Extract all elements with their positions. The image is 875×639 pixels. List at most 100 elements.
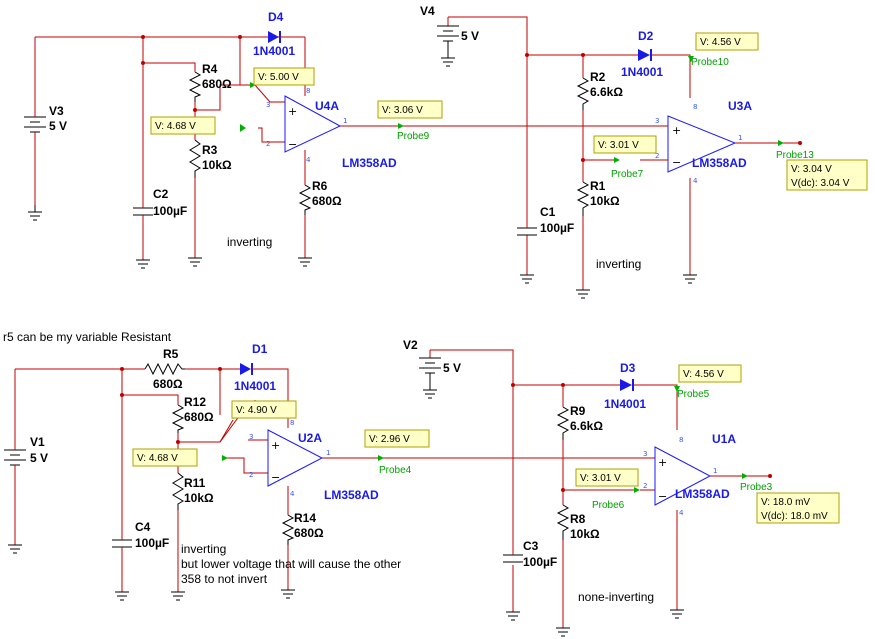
r4-value: 680Ω xyxy=(202,77,232,91)
probe6-label: Probe6 xyxy=(592,500,625,511)
reading-box: V: 4.56 V xyxy=(678,364,742,383)
svg-text:V: 3.06 V: V: 3.06 V xyxy=(382,105,423,116)
note-non-inverting: none-inverting xyxy=(578,590,654,604)
top-left-circuit: + − xyxy=(24,31,655,269)
reading-box: V: 18.0 mV V(dc): 18.0 mV xyxy=(756,492,840,524)
diode-d3 xyxy=(620,379,634,391)
reading-box: V: 4.90 V xyxy=(231,400,297,419)
d2-label: D2 xyxy=(638,29,654,43)
v4-value: 5 V xyxy=(461,29,479,43)
u3a-label: U3A xyxy=(728,99,752,113)
diode-d4 xyxy=(268,31,281,43)
capacitor-c3 xyxy=(503,530,523,563)
resistor-r9 xyxy=(556,406,570,440)
note-inverting-1: inverting xyxy=(227,235,272,249)
svg-text:+: + xyxy=(658,456,667,469)
battery-v3 xyxy=(24,105,46,145)
v3-value: 5 V xyxy=(49,119,67,133)
probe-arrow xyxy=(614,157,620,163)
svg-text:−: − xyxy=(658,490,667,503)
battery-v1 xyxy=(4,440,26,470)
svg-text:8: 8 xyxy=(679,436,683,444)
u1a-part: LM358AD xyxy=(675,487,730,501)
bottom-right-circuit: + − xyxy=(419,349,772,637)
resistor-r5 xyxy=(144,362,185,376)
svg-text:V: 4.90 V: V: 4.90 V xyxy=(236,405,277,416)
resistor-r11 xyxy=(172,472,184,510)
reading-box: V: 4.68 V xyxy=(150,116,216,135)
ground-symbol xyxy=(441,57,455,67)
probe7-label: Probe7 xyxy=(611,169,644,180)
c3-label: C3 xyxy=(523,539,539,553)
svg-text:8: 8 xyxy=(693,103,697,111)
u4a-label: U4A xyxy=(315,99,339,113)
diode-d1 xyxy=(240,363,253,375)
reading-box: V: 2.96 V xyxy=(364,429,430,448)
d1-label: D1 xyxy=(252,342,268,356)
v1-label: V1 xyxy=(30,435,45,449)
svg-text:4: 4 xyxy=(693,177,698,185)
svg-text:V: 18.0 mV: V: 18.0 mV xyxy=(761,497,810,508)
reading-box: V: 4.68 V xyxy=(132,448,198,467)
resistor-r1 xyxy=(576,181,590,216)
ground-symbol xyxy=(281,589,295,599)
capacitor-c1 xyxy=(517,200,537,236)
ground-symbol xyxy=(136,259,150,269)
probe-arrow xyxy=(674,386,680,392)
ground-symbol xyxy=(115,591,129,601)
c3-value: 100µF xyxy=(523,555,557,569)
probe-arrow xyxy=(398,123,404,129)
probe3-label: Probe3 xyxy=(740,482,773,493)
ground-symbol xyxy=(520,274,534,284)
svg-text:V: 4.68 V: V: 4.68 V xyxy=(155,121,196,132)
probe-arrow xyxy=(378,455,384,461)
svg-text:4: 4 xyxy=(679,509,684,517)
probe-arrow xyxy=(250,82,256,88)
r5-label: R5 xyxy=(163,347,179,361)
reading-box: V: 3.06 V xyxy=(377,100,443,119)
r11-value: 10kΩ xyxy=(184,491,214,505)
probe4-label: Probe4 xyxy=(379,465,412,476)
svg-text:2: 2 xyxy=(643,482,647,490)
svg-text:V: 4.56 V: V: 4.56 V xyxy=(700,37,741,48)
svg-text:1: 1 xyxy=(713,467,717,475)
opamp-u4a: + − xyxy=(284,95,342,153)
reading-box: V: 5.00 V xyxy=(253,67,315,86)
svg-text:1: 1 xyxy=(343,117,347,125)
svg-text:V(dc): 18.0 mV: V(dc): 18.0 mV xyxy=(761,511,828,522)
probe-arrow xyxy=(222,455,228,461)
svg-text:3: 3 xyxy=(249,433,253,441)
svg-text:3: 3 xyxy=(643,450,647,458)
note-not-invert: 358 to not invert xyxy=(181,572,268,586)
svg-text:V: 4.68 V: V: 4.68 V xyxy=(137,453,178,464)
d1-part: 1N4001 xyxy=(234,379,276,393)
r12-label: R12 xyxy=(184,395,206,409)
svg-text:−: − xyxy=(271,471,280,484)
ground-symbol xyxy=(298,257,312,267)
v3-label: V3 xyxy=(49,104,64,118)
v4-label: V4 xyxy=(420,4,435,18)
top-right-circuit: + − xyxy=(437,16,802,299)
r8-value: 10kΩ xyxy=(570,527,600,541)
r2-value: 6.6kΩ xyxy=(590,85,623,99)
svg-text:3: 3 xyxy=(266,101,270,109)
c4-label: C4 xyxy=(135,520,151,534)
ground-symbol xyxy=(670,609,684,619)
reading-box: V: 3.01 V xyxy=(593,135,657,154)
note-r5-variable: r5 can be my variable Resistant xyxy=(3,330,172,344)
note-inverting-2: inverting xyxy=(596,257,641,271)
reading-box: V: 3.01 V xyxy=(575,468,639,487)
d2-part: 1N4001 xyxy=(621,65,663,79)
ground-symbol xyxy=(506,611,520,621)
r11-label: R11 xyxy=(184,476,206,490)
d4-part: 1N4001 xyxy=(253,44,295,58)
note-inverting-3: inverting xyxy=(181,542,226,556)
c2-label: C2 xyxy=(153,187,169,201)
probe-arrow xyxy=(240,124,246,132)
probe5-label: Probe5 xyxy=(677,389,710,400)
opamp-u2a: + − xyxy=(267,429,324,487)
resistor-r3 xyxy=(189,139,201,178)
v2-label: V2 xyxy=(403,338,418,352)
svg-text:V: 5.00 V: V: 5.00 V xyxy=(258,72,299,83)
